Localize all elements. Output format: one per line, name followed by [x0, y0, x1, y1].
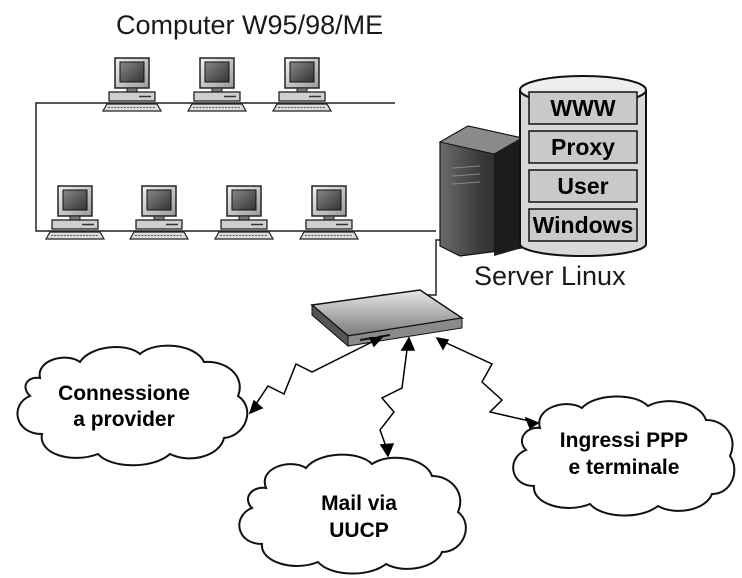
database-layer-proxy: Proxy — [551, 134, 615, 160]
server-tower-icon — [438, 125, 524, 257]
database-layer-user: User — [557, 173, 608, 199]
database-layer-www: WWW — [550, 95, 615, 121]
cloud-provider-line1: Connessione — [58, 382, 190, 405]
cloud-ppp-line2: e terminale — [569, 456, 680, 479]
cloud-mail-line1: Mail via — [321, 492, 397, 515]
workstations-caption: Computer W95/98/ME — [116, 10, 383, 40]
cloud-provider-line2: a provider — [73, 408, 175, 431]
cloud-ppp: Ingressi PPP e terminale — [512, 395, 736, 517]
router-icon — [310, 289, 465, 348]
cloud-mail-line2: UUCP — [329, 519, 389, 542]
cloud-provider: Connessione a provider — [16, 344, 249, 467]
wireless-links — [248, 336, 540, 458]
cloud-ppp-line1: Ingressi PPP — [560, 429, 688, 452]
database-stack: WWW Proxy User Windows — [519, 75, 647, 257]
database-layer-windows: Windows — [533, 212, 634, 238]
server-caption: Server Linux — [474, 261, 626, 291]
cloud-mail: Mail via UUCP — [238, 453, 467, 575]
